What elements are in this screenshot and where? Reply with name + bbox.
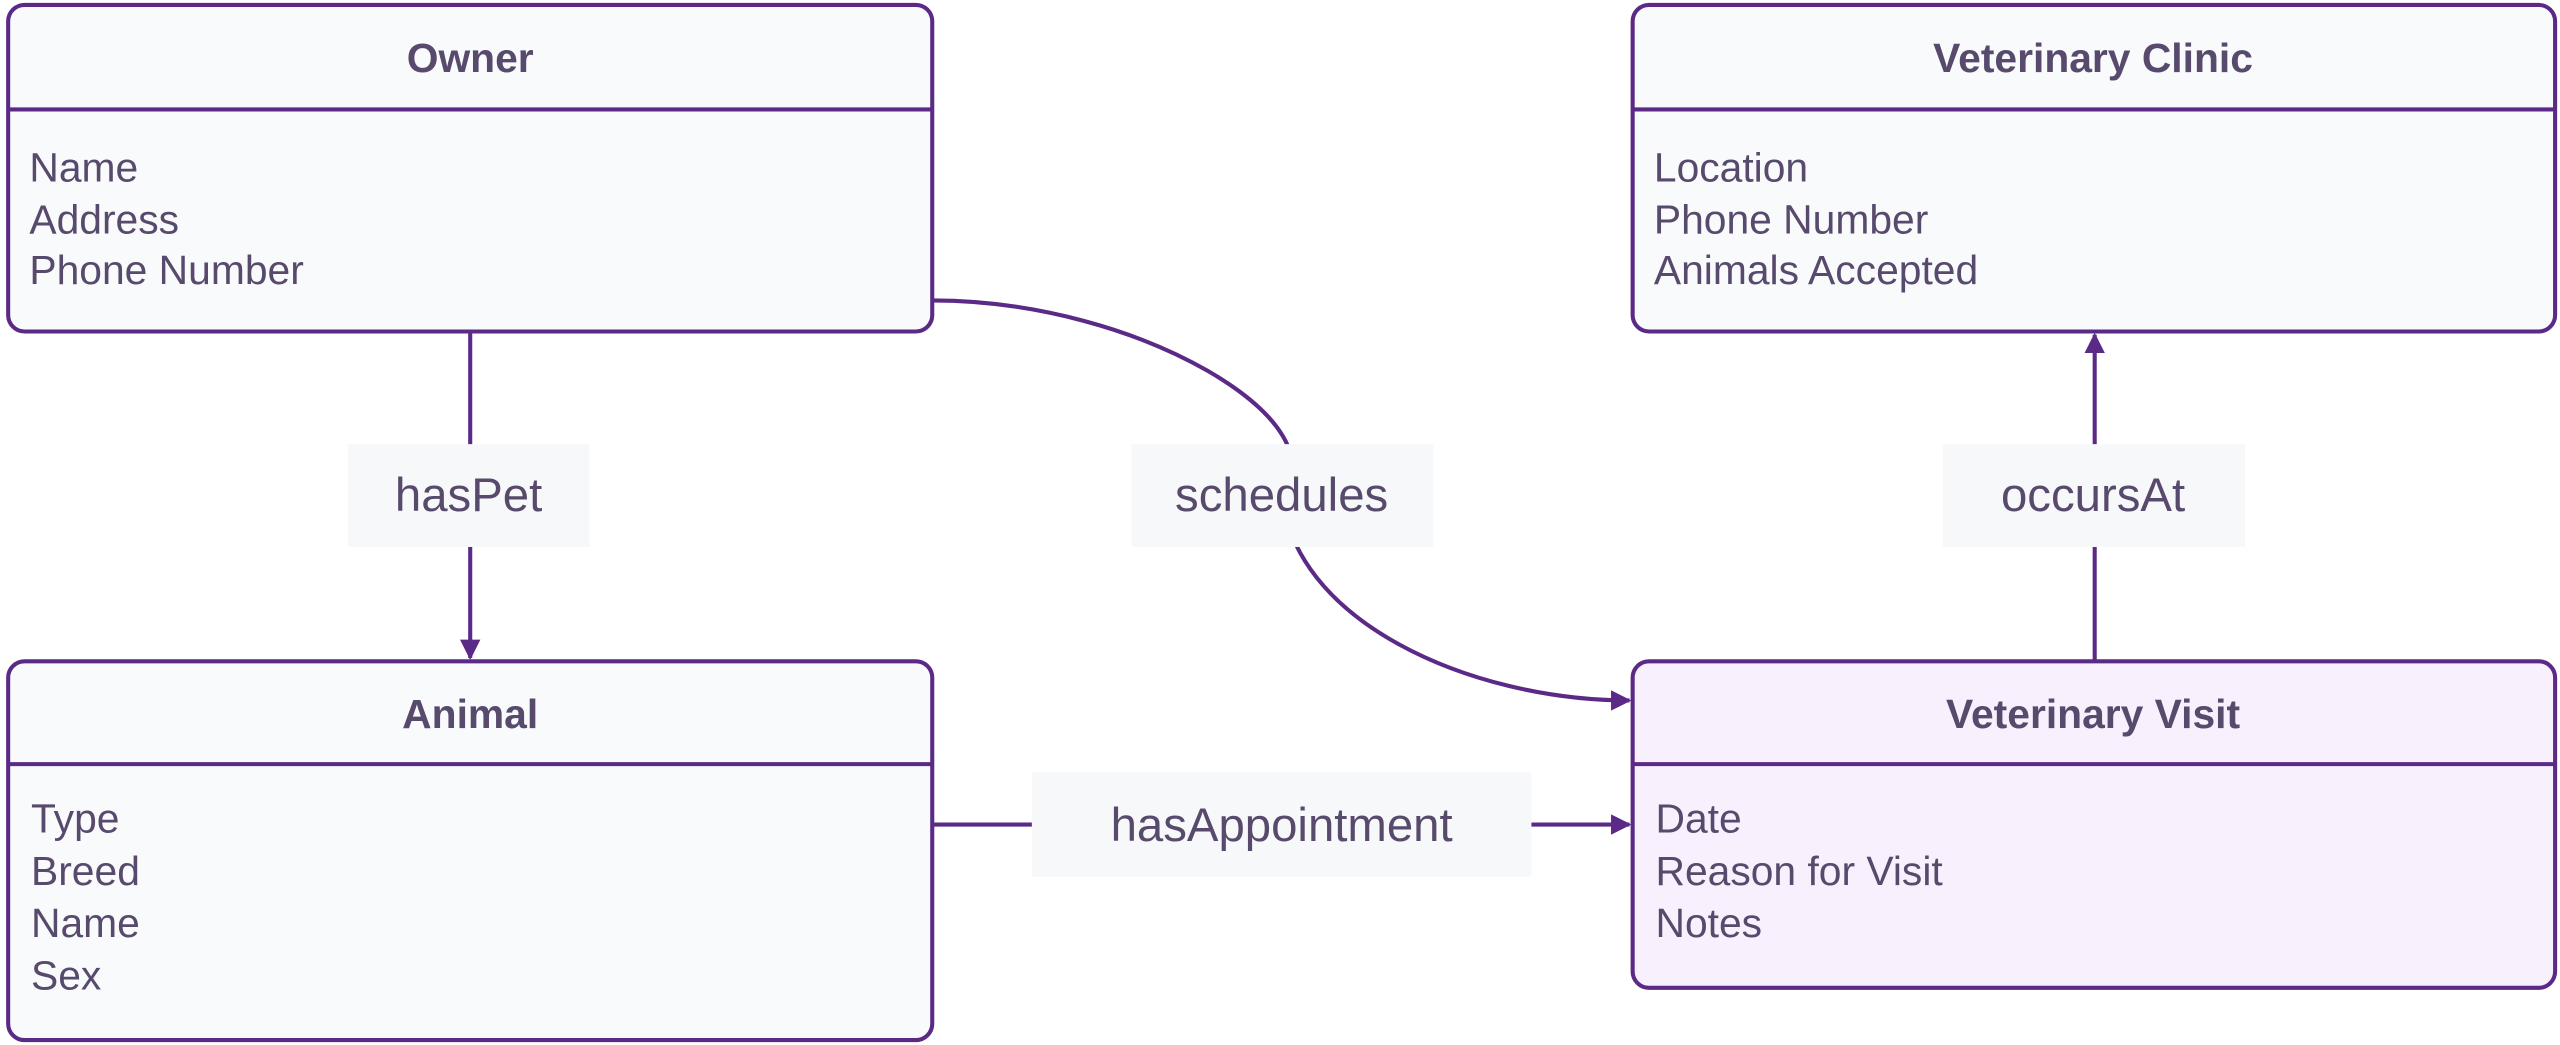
- attribute: Type: [31, 796, 119, 842]
- edge-label: schedules: [1175, 469, 1388, 522]
- attribute: Phone Number: [1654, 197, 1928, 243]
- attribute: Breed: [31, 848, 140, 894]
- attribute: Address: [29, 197, 179, 243]
- attribute: Date: [1656, 796, 1742, 842]
- entity-title: Veterinary Clinic: [1933, 35, 2253, 81]
- entity-veterinary-clinic[interactable]: Veterinary Clinic Location Phone Number …: [1630, 2, 2558, 334]
- attribute: Name: [31, 900, 140, 946]
- entity-veterinary-visit[interactable]: Veterinary Visit Date Reason for Visit N…: [1630, 659, 2558, 990]
- attribute: Animals Accepted: [1654, 247, 1978, 293]
- entity-title: Owner: [407, 35, 534, 81]
- attribute: Location: [1654, 144, 1808, 190]
- edge-hasPet: hasPet: [347, 331, 590, 661]
- attribute: Phone Number: [29, 247, 303, 293]
- edge-occursAt: occursAt: [1942, 332, 2245, 662]
- entity-animal[interactable]: Animal Type Breed Name Sex: [6, 659, 935, 1043]
- attribute: Reason for Visit: [1656, 848, 1944, 894]
- edge-label: hasAppointment: [1111, 799, 1453, 852]
- entity-owner[interactable]: Owner Name Address Phone Number: [6, 2, 935, 334]
- attribute: Sex: [31, 952, 101, 998]
- edge-label: occursAt: [2001, 469, 2185, 522]
- edge-label-bg: [1031, 772, 1532, 877]
- entity-title: Veterinary Visit: [1946, 691, 2240, 737]
- edge-label: hasPet: [395, 469, 542, 522]
- entity-title: Animal: [402, 691, 538, 737]
- edge-hasAppointment: hasAppointment: [932, 772, 1632, 877]
- edge-label-bg: [1942, 444, 2245, 547]
- attribute: Name: [29, 144, 138, 190]
- edge-label-bg: [347, 444, 590, 547]
- attribute: Notes: [1656, 900, 1763, 946]
- edge-label-bg: [1131, 444, 1434, 547]
- edge-schedules: schedules: [932, 298, 1632, 711]
